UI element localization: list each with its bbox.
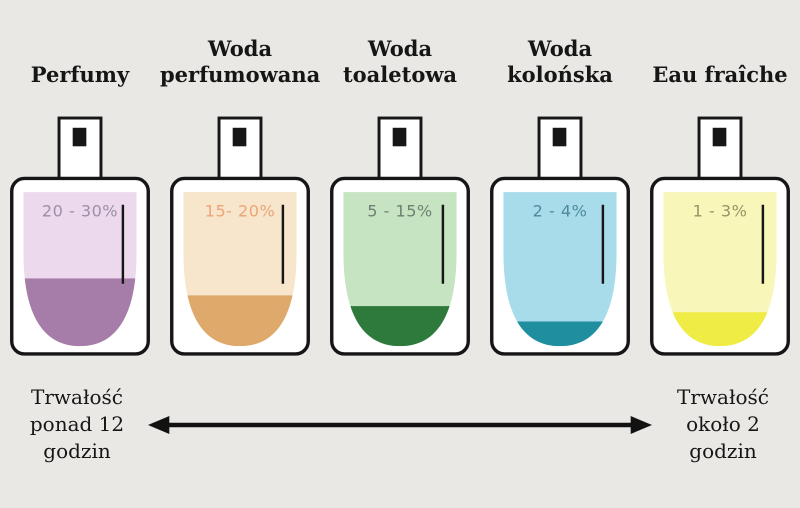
spray-nozzle-icon [72,127,87,147]
footer-line: godzin [43,439,111,463]
title-line: kolońska [507,62,613,87]
spray-cap [697,116,743,182]
title-line: toaletowa [342,62,458,87]
longevity-scale: Trwałość ponad 12 godzin Trwałość około … [0,384,800,465]
bottle-illustration: 15- 20% [170,116,310,356]
spray-cap [217,116,263,182]
spray-cap [57,116,103,182]
footer-line: Trwałość [677,385,769,409]
title-line: Perfumy [30,62,130,87]
spray-nozzle-icon [232,127,247,147]
longevity-left-text: Trwałość ponad 12 godzin [14,384,140,465]
spray-nozzle-icon [552,127,567,147]
titles-row: Perfumy Woda perfumowana Woda toaletowa … [0,0,800,92]
concentration-label: 15- 20% [205,202,276,221]
bottle-woda-toaletowa: 5 - 15% [320,114,480,358]
concentration-label: 1 - 3% [693,202,748,221]
bottle-illustration: 1 - 3% [650,116,790,356]
footer-line: ponad 12 [29,412,125,436]
longevity-arrow [140,412,660,438]
title-line: Woda [367,36,433,61]
footer-line: godzin [689,439,757,463]
spray-nozzle-icon [712,127,727,147]
title-line: perfumowana [160,62,321,87]
liquid [503,192,617,347]
title-woda-toaletowa: Woda toaletowa [320,36,480,92]
double-arrow-icon [148,415,652,434]
concentration-label: 2 - 4% [533,202,588,221]
title-line: Woda [527,36,593,61]
spray-nozzle-icon [392,127,407,147]
bottle-illustration: 5 - 15% [330,116,470,356]
footer-line: około 2 [686,412,760,436]
bottle-illustration: 20 - 30% [10,116,150,356]
title-perfumy: Perfumy [0,62,160,92]
title-woda-perfumowana: Woda perfumowana [160,36,320,92]
bottle-eau-fraiche: 1 - 3% [640,114,800,358]
footer-line: Trwałość [31,385,123,409]
title-woda-kolonska: Woda kolońska [480,36,640,92]
title-line: Woda [207,36,273,61]
longevity-right-text: Trwałość około 2 godzin [660,384,786,465]
bottles-row: 20 - 30% 15- 20% [0,114,800,358]
bottle-woda-kolonska: 2 - 4% [480,114,640,358]
bottle-perfumy: 20 - 30% [0,114,160,358]
spray-cap [537,116,583,182]
liquid [663,192,777,347]
title-line: Eau fraîche [652,62,788,87]
concentration-label: 20 - 30% [42,202,118,221]
spray-cap [377,116,423,182]
title-eau-fraiche: Eau fraîche [640,62,800,92]
concentration-label: 5 - 15% [367,202,432,221]
bottle-woda-perfumowana: 15- 20% [160,114,320,358]
bottle-illustration: 2 - 4% [490,116,630,356]
